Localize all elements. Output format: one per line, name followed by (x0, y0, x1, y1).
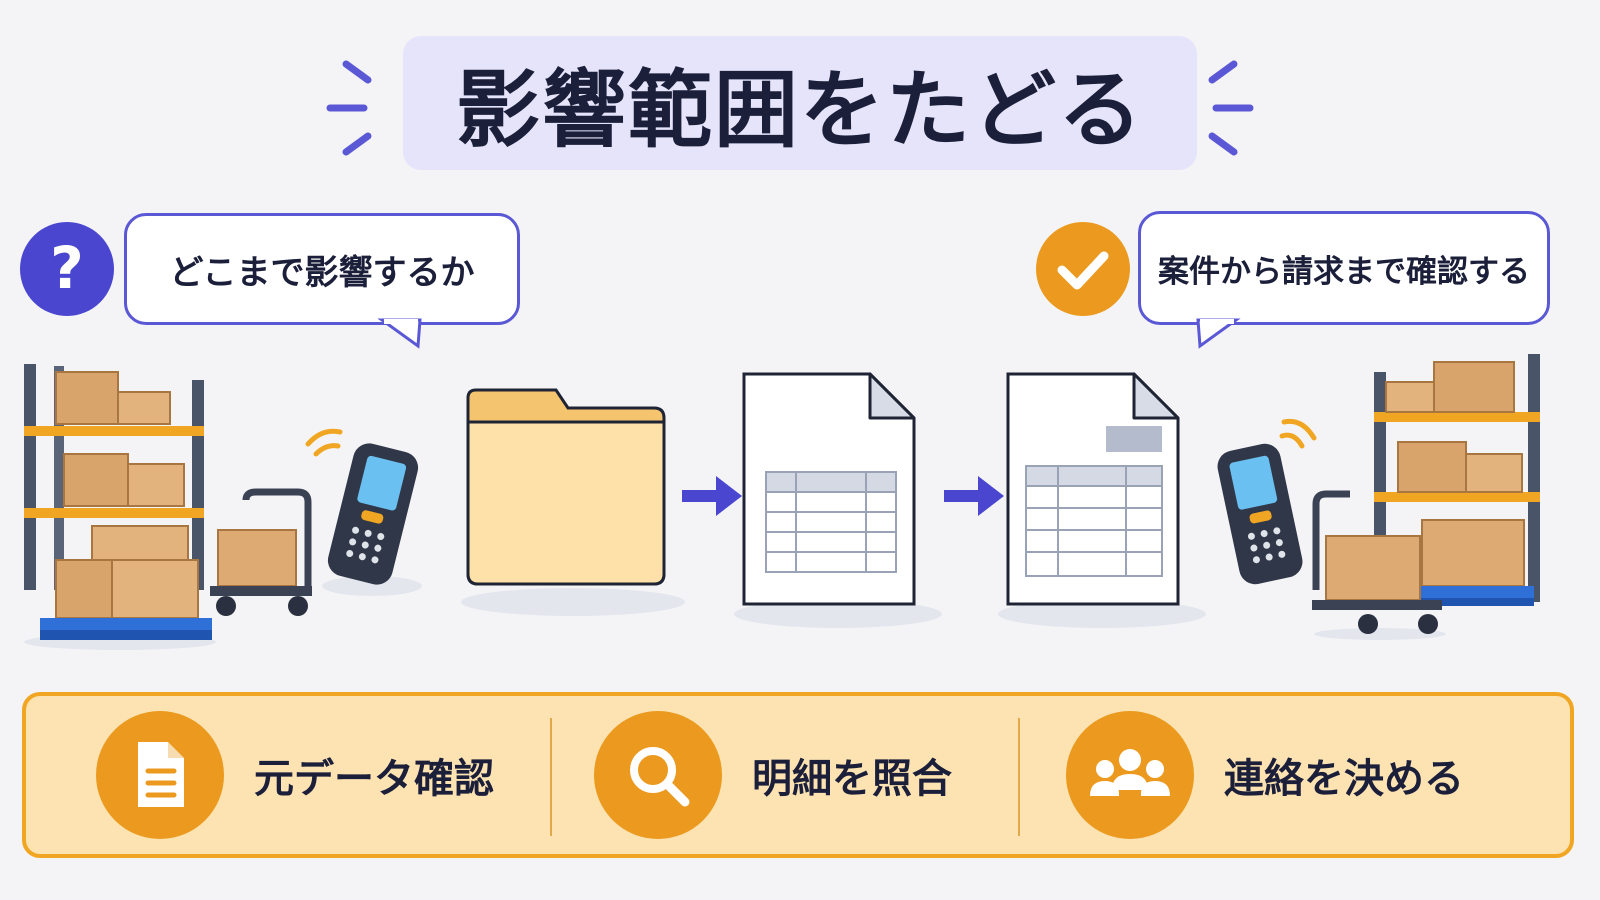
invoice-document-icon (998, 372, 1206, 628)
speech-bubble-left: どこまで影響するか (124, 213, 520, 325)
magnifier-icon (594, 711, 722, 839)
barcode-scanner-right-icon (1217, 418, 1317, 585)
bubble-left-text: どこまで影響するか (169, 252, 475, 293)
warehouse-shelf-left (24, 364, 216, 650)
step-label: 元データ確認 (254, 756, 494, 802)
divider (550, 718, 552, 836)
arrow-right-icon (682, 476, 742, 516)
check-icon (1036, 222, 1130, 316)
step-item-source-data: 元データ確認 (96, 696, 494, 854)
bubble-right-tail (1196, 318, 1241, 349)
sparkle-right-icon (1208, 60, 1254, 156)
question-icon: ? (20, 222, 114, 316)
step-item-decide-contact: 連絡を決める (1066, 696, 1464, 854)
page-title: 影響範囲をたどる (455, 60, 1144, 159)
step-label: 連絡を決める (1224, 756, 1464, 802)
bubble-left-tail (377, 318, 422, 349)
hand-truck-right (1312, 490, 1446, 640)
people-icon (1066, 711, 1194, 839)
arrow-right-icon (944, 476, 1004, 516)
hand-truck-left (210, 488, 312, 616)
speech-bubble-right: 案件から請求まで確認する (1138, 211, 1550, 325)
steps-panel: 元データ確認 明細を照合 連絡を決める (22, 692, 1574, 858)
step-item-match-details: 明細を照合 (594, 696, 952, 854)
divider (1018, 718, 1020, 836)
barcode-scanner-left-icon (305, 428, 422, 596)
spreadsheet-document-icon (734, 372, 942, 628)
title-banner: 影響範囲をたどる (403, 36, 1197, 170)
warehouse-shelf-right (1374, 354, 1540, 606)
bubble-right-text: 案件から請求まで確認する (1158, 253, 1530, 290)
document-icon (96, 711, 224, 839)
step-label: 明細を照合 (752, 756, 952, 802)
folder-icon (461, 388, 685, 616)
sparkle-left-icon (326, 60, 372, 156)
svg-text:?: ? (50, 234, 84, 302)
